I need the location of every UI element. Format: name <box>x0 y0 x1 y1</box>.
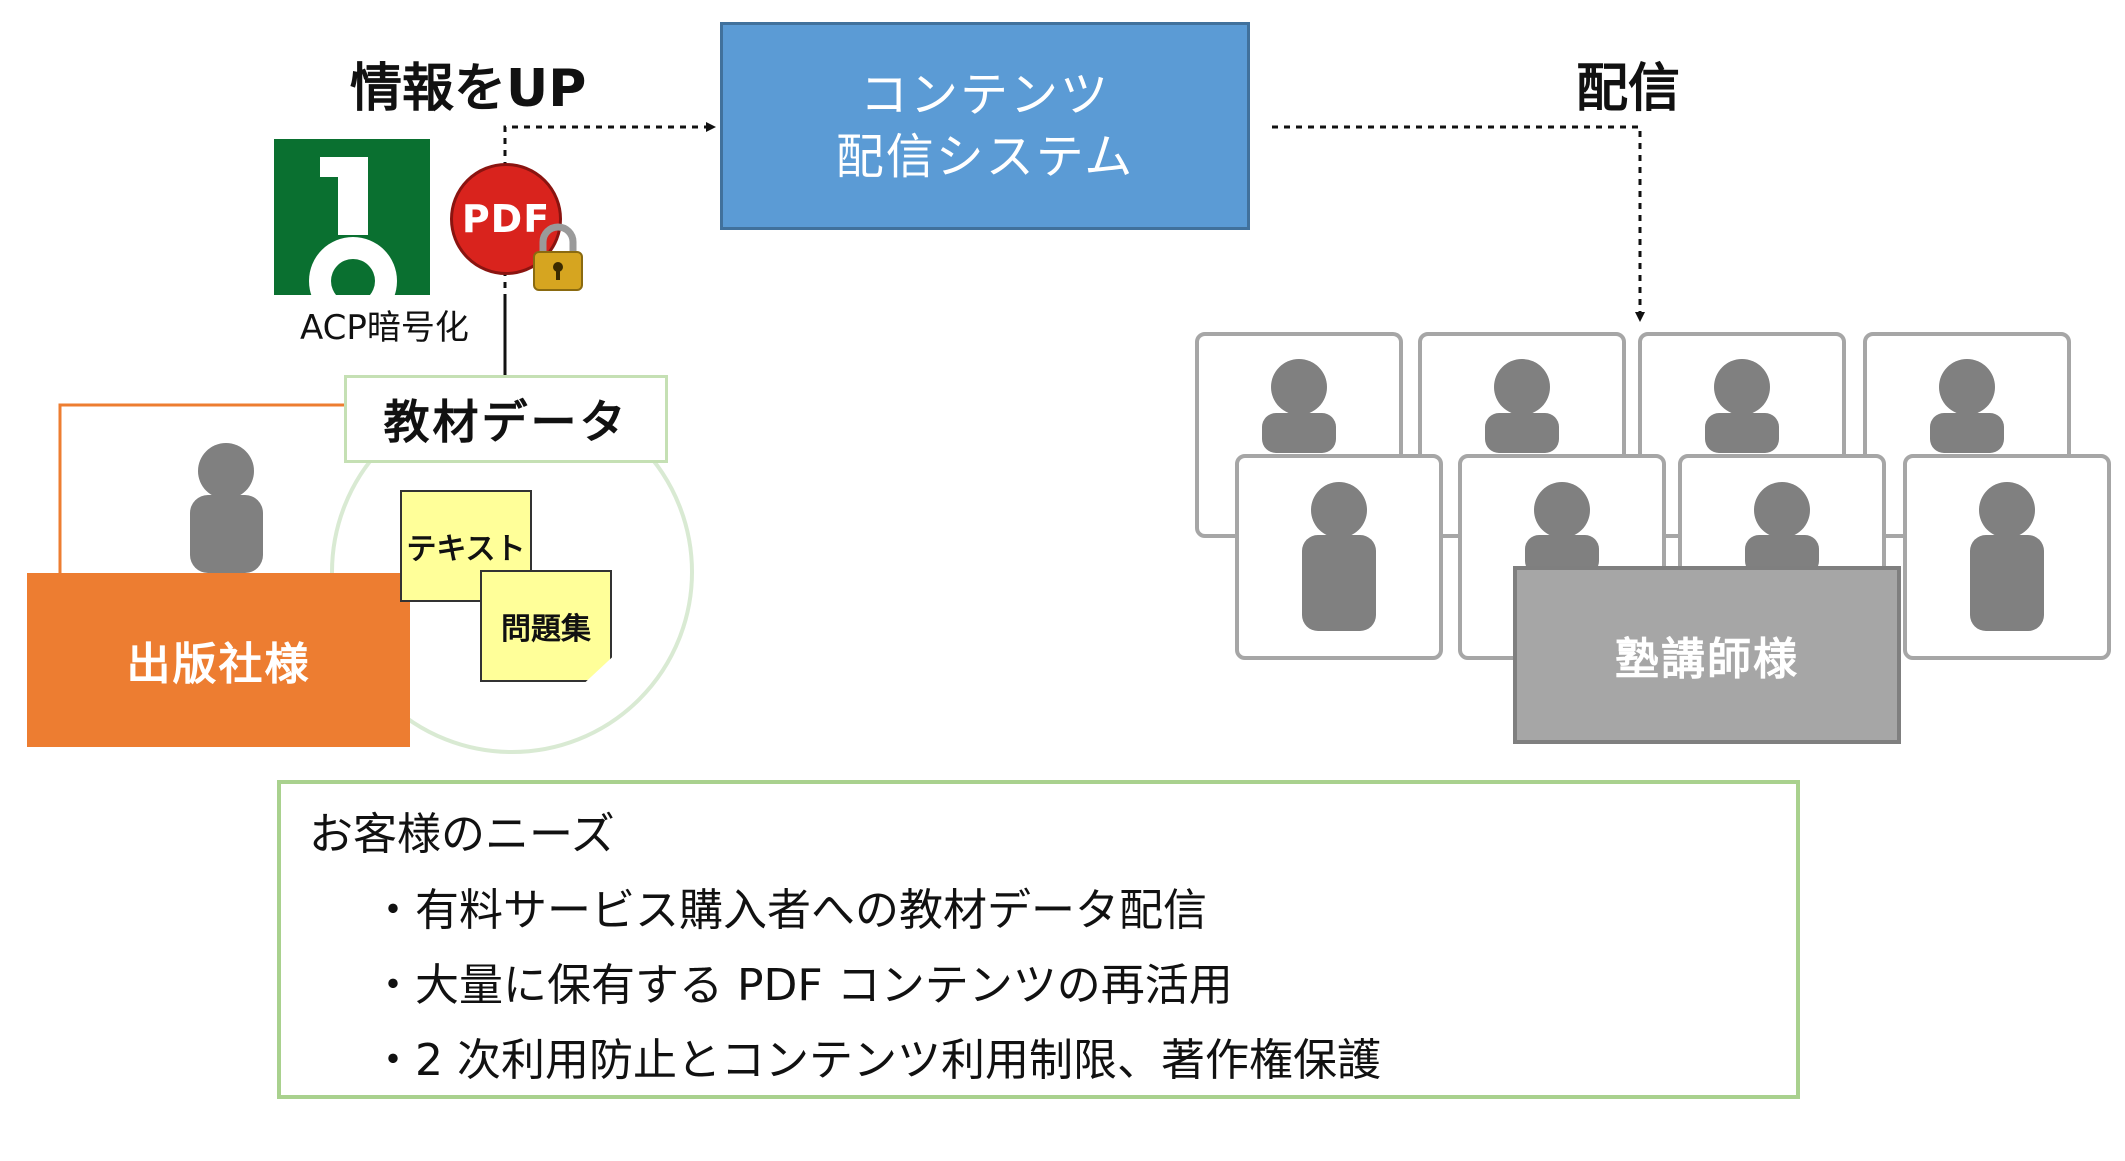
upload-label: 情報をUP <box>350 59 587 119</box>
cms-line-1: コンテンツ <box>859 67 1110 123</box>
publisher-label: 出版社様 <box>126 639 311 690</box>
needs-item-3: ・2 次利用防止とコンテンツ利用制限、著作権保護 <box>371 1035 1381 1086</box>
padlock-icon <box>533 223 583 291</box>
content-distribution-system-box: コンテンツ 配信システム <box>720 22 1250 230</box>
teacher-person-icon-front <box>1302 482 2044 631</box>
needs-item-1: ・有料サービス購入者への教材データ配信 <box>371 885 1207 936</box>
needs-item-2: ・大量に保有する PDF コンテンツの再活用 <box>371 960 1233 1011</box>
customer-needs-box: お客様のニーズ ・有料サービス購入者への教材データ配信 ・大量に保有する PDF… <box>277 780 1800 1099</box>
note-problems: 問題集 <box>480 570 612 682</box>
publisher-person-icon <box>190 443 263 573</box>
pdf-to-material-line <box>503 300 507 376</box>
note-text-label: テキスト <box>406 532 526 567</box>
material-data-label: 教材データ <box>344 375 668 463</box>
distribute-label: 配信 <box>1576 59 1681 119</box>
needs-title: お客様のニーズ <box>309 809 615 860</box>
acp-encryption-caption: ACP暗号化 <box>300 308 469 348</box>
acp-key-icon <box>274 139 430 295</box>
teacher-box: 塾講師様 <box>1513 566 1901 744</box>
note-problems-label: 問題集 <box>501 612 591 647</box>
pdf-label: PDF <box>461 197 551 241</box>
teacher-label: 塾講師様 <box>1615 634 1799 685</box>
cms-line-2: 配信システム <box>835 129 1135 185</box>
publisher-frame-line <box>58 403 344 573</box>
material-label-text: 教材データ <box>383 395 629 449</box>
publisher-box: 出版社様 <box>27 573 410 747</box>
upload-arrow <box>503 122 716 372</box>
teacher-person-icon-back <box>1262 359 2004 453</box>
distribute-arrow <box>1272 125 1645 322</box>
